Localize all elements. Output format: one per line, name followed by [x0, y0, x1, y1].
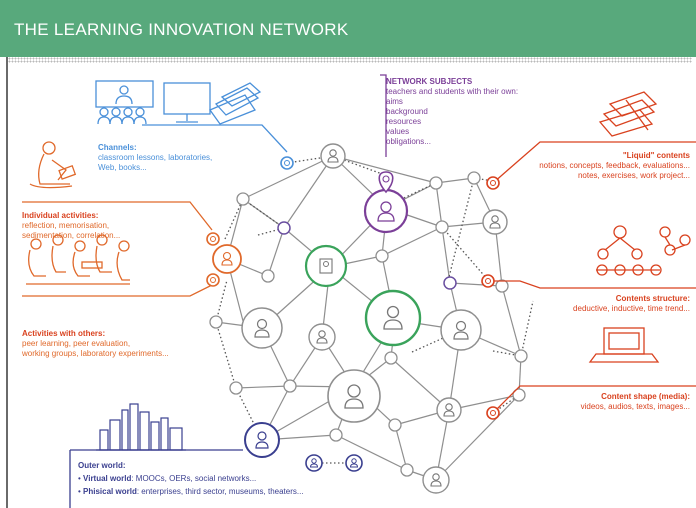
network-subjects-line: background: [386, 107, 428, 116]
liquid-contents-line: notes, exercises, work project...: [577, 171, 690, 180]
navy-person-node: [244, 422, 280, 458]
liquid-contents-title: "Liquid" contents: [622, 151, 690, 160]
content-shape-title: Content shape (media):: [601, 392, 690, 401]
books-icon: [598, 91, 658, 137]
green-person-node: [304, 244, 348, 288]
channels-line: Web, books...: [98, 163, 147, 172]
person-node: [482, 209, 508, 235]
location-pin-icon: [280, 156, 294, 170]
location-pins: [206, 156, 500, 420]
small-nodes: [209, 171, 528, 477]
city-skyline-icon: [96, 403, 186, 451]
contents-structure-title: Contents structure:: [615, 294, 690, 303]
location-pin-icon: [486, 406, 500, 420]
person-node: [241, 307, 283, 349]
network-subjects-title: NETWORK SUBJECTS: [386, 77, 473, 86]
page-title: THE LEARNING INNOVATION NETWORK: [14, 20, 349, 39]
virtual-world-label: Virtual world: [83, 474, 132, 483]
individual-activities-line: reflection, memorisation,: [22, 221, 110, 230]
person-node: [320, 143, 346, 169]
person-node: [422, 466, 450, 494]
green-person-node: [364, 289, 422, 347]
liquid-contents-line: notions, concepts, feedback, evaluations…: [539, 161, 690, 170]
activities-with-others-title: Activities with others:: [22, 329, 106, 338]
outer-world-block: Outer world: • Virtual world: MOOCs, OER…: [78, 461, 304, 497]
virtual-world-text: : MOOCs, OERs, social networks...: [131, 474, 257, 483]
outer-world-title: Outer world:: [78, 461, 126, 470]
individual-activities-line: sedimentation, correlation...: [22, 231, 121, 240]
person-node: [308, 323, 336, 351]
physical-world-text: : enterprises, third sector, museums, th…: [136, 487, 304, 496]
navy-person-node: [345, 454, 363, 472]
physical-world-label: Phisical world: [83, 487, 137, 496]
location-pin-icon: [481, 274, 495, 288]
individual-activities-block: Individual activities: reflection, memor…: [22, 211, 120, 241]
left-border: [6, 57, 8, 508]
content-shape-block: Content shape (media): videos, audios, t…: [581, 392, 690, 412]
channels-title: Channels:: [98, 143, 137, 152]
orange-person-node: [212, 244, 242, 274]
person-node: [440, 309, 482, 351]
liquid-contents-block: "Liquid" contents notions, concepts, fee…: [539, 151, 690, 181]
dotted-divider: [8, 57, 692, 63]
location-pin-icon: [206, 232, 220, 246]
network-subjects-line: resources: [386, 117, 422, 126]
header-banner: THE LEARNING INNOVATION NETWORK: [0, 0, 696, 57]
laptop-icon: [588, 327, 660, 363]
group-activity-icon: [26, 234, 130, 285]
activities-with-others-line: working groups, laboratory experiments..…: [22, 349, 169, 358]
callout-lines: [22, 74, 696, 508]
reading-person-icon: [29, 141, 77, 189]
location-pin-icon: [486, 176, 500, 190]
purple-person-node: [363, 188, 409, 234]
location-pin-icon: [206, 273, 220, 287]
hierarchy-icon: [596, 225, 691, 276]
channels-line: classroom lessons, laboratories,: [98, 153, 213, 162]
person-node: [327, 369, 381, 423]
content-shape-line: videos, audios, texts, images...: [580, 402, 690, 411]
location-pin-icon: [378, 171, 394, 194]
network-subjects-line: teachers and students with their own:: [386, 87, 519, 96]
network-subjects-line: values: [386, 127, 410, 136]
person-node: [436, 397, 462, 423]
computer-monitor-icon: [163, 82, 211, 123]
books-icon: [209, 82, 262, 125]
activities-with-others-line: peer learning, peer evaluation,: [22, 339, 131, 348]
network-subjects-line: aims: [386, 97, 403, 106]
navy-person-node: [305, 454, 323, 472]
contents-structure-line: deductive, inductive, time trend...: [573, 304, 690, 313]
network-subjects-line: obligations...: [386, 137, 431, 146]
person-nodes: [212, 143, 508, 494]
activities-with-others-block: Activities with others: peer learning, p…: [22, 329, 169, 359]
network-subjects-block: NETWORK SUBJECTS teachers and students w…: [386, 77, 518, 147]
virtual-world-line: • Virtual world: MOOCs, OERs, social net…: [78, 474, 257, 483]
channels-block: Channels: classroom lessons, laboratorie…: [98, 143, 212, 173]
classroom-icon: [95, 80, 154, 125]
contents-structure-block: Contents structure: deductive, inductive…: [573, 294, 690, 314]
purple-small-nodes: [277, 221, 457, 290]
physical-world-line: • Phisical world: enterprises, third sec…: [78, 487, 304, 496]
individual-activities-title: Individual activities:: [22, 211, 99, 220]
